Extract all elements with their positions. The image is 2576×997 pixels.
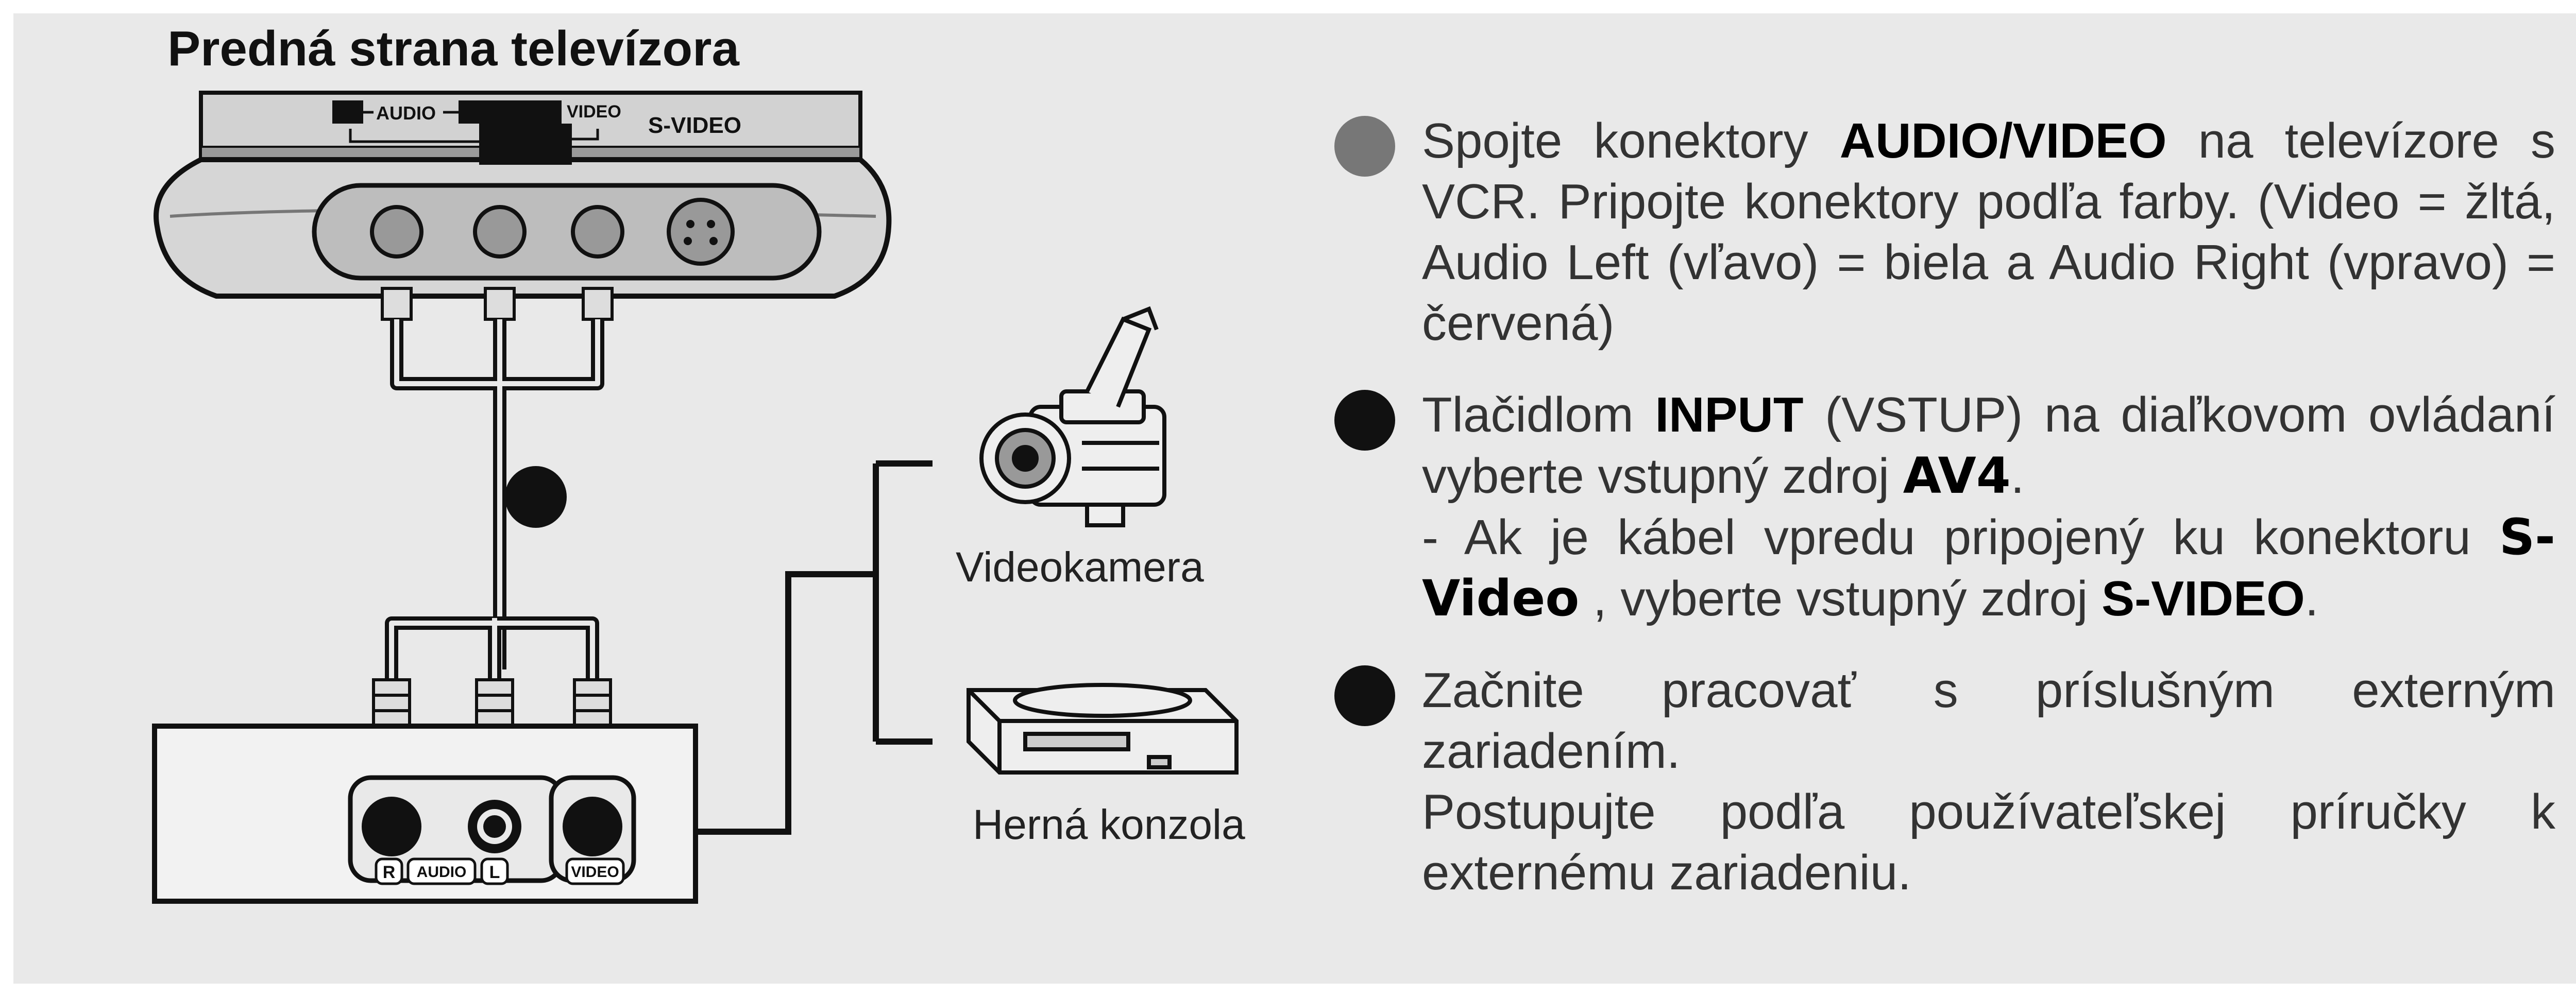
game-console-label: Herná konzola xyxy=(973,801,1245,848)
panel-audio-label: AUDIO xyxy=(376,102,436,124)
jack-label-r: R xyxy=(383,863,396,882)
step-2: Tlačidlom INPUT (VSTUP) na diaľkovom ovl… xyxy=(1334,385,2555,629)
step-2-bullet xyxy=(1334,390,1395,451)
instruction-steps: Spojte konektory AUDIO/VIDEO na televízo… xyxy=(1334,111,2555,903)
tv-jack-video xyxy=(571,205,624,259)
step-marker-1 xyxy=(505,466,567,528)
device-jack-video xyxy=(563,797,622,856)
jack-label-video: VIDEO xyxy=(571,864,619,881)
step-3-text-2: Postupujte podľa používateľskej príručky… xyxy=(1422,784,2555,900)
panel-svideo-label: S-VIDEO xyxy=(648,113,741,138)
game-console-icon xyxy=(967,683,1239,775)
tv-jack-svideo xyxy=(667,198,735,266)
panel-video-jack-mark xyxy=(459,100,562,124)
tv-jack-r xyxy=(370,205,423,259)
tv-front-label: Predná strana televízora xyxy=(167,21,739,76)
external-device-jack-box: R AUDIO L VIDEO xyxy=(152,724,698,904)
camcorder-icon xyxy=(979,306,1166,527)
step-3-bullet xyxy=(1334,665,1395,726)
step-1-bullet xyxy=(1334,116,1395,177)
tv-front-unit: AUDIO VIDEO S-VIDEO xyxy=(154,91,892,299)
jack-label-audio: AUDIO xyxy=(417,864,467,881)
panel-video-label: VIDEO xyxy=(567,102,621,122)
device-jack-r xyxy=(362,797,421,856)
jack-label-l: L xyxy=(489,863,500,882)
step-1: Spojte konektory AUDIO/VIDEO na televízo… xyxy=(1334,111,2555,354)
tv-jack-l xyxy=(473,205,527,259)
step-3-text: Začnite pracovať s príslušným externým z… xyxy=(1422,663,2555,779)
step-2-text: Tlačidlom INPUT (VSTUP) na diaľkovom ovl… xyxy=(1422,387,2556,505)
step-2-subnote: - Ak je kábel vpredu pripojený ku konekt… xyxy=(1422,508,2555,627)
device-link-lines xyxy=(696,460,933,835)
step-3: Začnite pracovať s príslušným externým z… xyxy=(1334,660,2555,903)
tv-plugs xyxy=(381,287,614,321)
camcorder-label: Videokamera xyxy=(956,544,1204,591)
panel-audio-jack-mark xyxy=(332,100,363,124)
step-1-text: Spojte konektory AUDIO/VIDEO na televízo… xyxy=(1422,113,2556,351)
